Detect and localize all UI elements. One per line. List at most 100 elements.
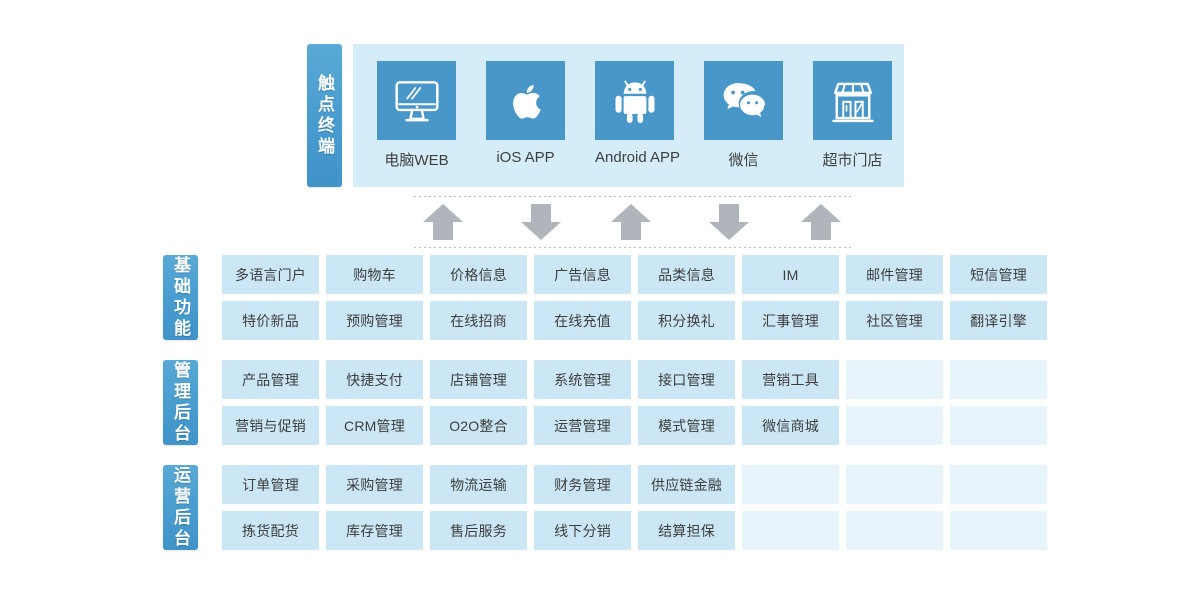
- function-cell-empty: [846, 511, 943, 550]
- function-cell-label: 售后服务: [450, 522, 507, 539]
- touchpoint-item-label: 电脑WEB: [384, 152, 449, 169]
- function-cell-empty: [846, 406, 943, 445]
- function-cell-label: 模式管理: [658, 417, 715, 434]
- function-cell[interactable]: 库存管理: [326, 511, 423, 550]
- function-group-label: 管理后台: [163, 360, 198, 445]
- function-cell-empty: [950, 360, 1047, 399]
- touchpoint-item-wechat[interactable]: 微信: [704, 61, 783, 170]
- function-cell-empty: [950, 511, 1047, 550]
- function-cell-label: 在线充值: [554, 312, 611, 329]
- arrow-up-2: [610, 203, 652, 241]
- function-cell-label: 营销与促销: [235, 417, 306, 434]
- function-cell[interactable]: 营销与促销: [222, 406, 319, 445]
- function-cell-label: 物流运输: [450, 476, 507, 493]
- function-cell[interactable]: 积分换礼: [638, 301, 735, 340]
- function-cell-label: 短信管理: [970, 266, 1027, 283]
- function-cell[interactable]: 线下分销: [534, 511, 631, 550]
- function-cell-label: 汇事管理: [762, 312, 819, 329]
- function-cell[interactable]: 微信商城: [742, 406, 839, 445]
- function-cell[interactable]: 财务管理: [534, 465, 631, 504]
- function-cell[interactable]: 品类信息: [638, 255, 735, 294]
- function-cell[interactable]: 订单管理: [222, 465, 319, 504]
- function-cell[interactable]: 购物车: [326, 255, 423, 294]
- function-cell[interactable]: 广告信息: [534, 255, 631, 294]
- flow-arrows-band: [414, 196, 852, 248]
- function-cell-label: O2O整合: [449, 417, 508, 434]
- function-cell[interactable]: 价格信息: [430, 255, 527, 294]
- function-cell-label: 接口管理: [658, 371, 715, 388]
- function-cell[interactable]: 邮件管理: [846, 255, 943, 294]
- wechat-icon: [723, 82, 765, 117]
- function-cell[interactable]: 在线招商: [430, 301, 527, 340]
- touchpoint-tile-ios: [486, 61, 565, 140]
- touchpoint-tile-web: [377, 61, 456, 140]
- function-cell[interactable]: 翻译引擎: [950, 301, 1047, 340]
- function-cell-label: 库存管理: [346, 522, 403, 539]
- function-cell[interactable]: 物流运输: [430, 465, 527, 504]
- touchpoint-item-android[interactable]: Android APP: [595, 61, 680, 166]
- function-cell-label: IM: [782, 266, 799, 283]
- function-cell-label: 线下分销: [554, 522, 611, 539]
- function-cell[interactable]: 系统管理: [534, 360, 631, 399]
- function-cell[interactable]: 短信管理: [950, 255, 1047, 294]
- monitor-icon: [394, 80, 439, 121]
- touchpoint-item-label: 超市门店: [822, 152, 883, 169]
- arrow-down-2: [708, 203, 750, 241]
- function-cell[interactable]: 汇事管理: [742, 301, 839, 340]
- function-cell-label: 采购管理: [346, 476, 403, 493]
- touchpoint-item-store[interactable]: 超市门店: [813, 61, 892, 170]
- function-cell[interactable]: 拣货配货: [222, 511, 319, 550]
- function-cell-label: 微信商城: [762, 417, 819, 434]
- touchpoint-tile-android: [595, 61, 674, 140]
- function-group: 基础功能 多语言门户 购物车 价格信息 广告信息 品类信息 IM 邮件管理 短信管理特价新品 预购…: [163, 255, 1047, 340]
- function-cell[interactable]: 采购管理: [326, 465, 423, 504]
- function-cell[interactable]: CRM管理: [326, 406, 423, 445]
- touchpoint-section-label-text: 触点终端: [315, 73, 335, 158]
- dotted-divider-bottom: [414, 247, 852, 248]
- function-cell[interactable]: 产品管理: [222, 360, 319, 399]
- function-group-label-text: 基础功能: [171, 255, 191, 340]
- function-cell[interactable]: 特价新品: [222, 301, 319, 340]
- function-cell[interactable]: 快捷支付: [326, 360, 423, 399]
- function-cell-label: 供应链金融: [651, 476, 722, 493]
- function-cell[interactable]: 运营管理: [534, 406, 631, 445]
- function-cell-label: 营销工具: [762, 371, 819, 388]
- function-cell[interactable]: IM: [742, 255, 839, 294]
- function-cell-label: CRM管理: [344, 417, 405, 434]
- function-cell-label: 价格信息: [450, 266, 507, 283]
- function-cell[interactable]: 预购管理: [326, 301, 423, 340]
- function-cell-label: 预购管理: [346, 312, 403, 329]
- function-cell-label: 社区管理: [866, 312, 923, 329]
- function-cell[interactable]: 模式管理: [638, 406, 735, 445]
- function-cell[interactable]: 接口管理: [638, 360, 735, 399]
- function-group-label: 运营后台: [163, 465, 198, 550]
- function-cell-label: 广告信息: [554, 266, 611, 283]
- dotted-divider-top: [414, 196, 852, 197]
- function-cell[interactable]: 多语言门户: [222, 255, 319, 294]
- apple-icon: [512, 84, 541, 119]
- touchpoint-item-ios[interactable]: iOS APP: [486, 61, 565, 166]
- arrow-up-3: [800, 203, 842, 241]
- function-cell-empty: [950, 406, 1047, 445]
- function-group-label-text: 运营后台: [171, 465, 191, 550]
- function-cell-label: 品类信息: [658, 266, 715, 283]
- function-cell-label: 快捷支付: [346, 371, 403, 388]
- function-cell[interactable]: O2O整合: [430, 406, 527, 445]
- function-cell-label: 购物车: [353, 266, 396, 283]
- function-cell[interactable]: 供应链金融: [638, 465, 735, 504]
- function-cell[interactable]: 在线充值: [534, 301, 631, 340]
- arrow-up-1: [422, 203, 464, 241]
- arrow-down-1: [520, 203, 562, 241]
- function-cell[interactable]: 营销工具: [742, 360, 839, 399]
- function-cell[interactable]: 社区管理: [846, 301, 943, 340]
- function-cell-label: 翻译引擎: [970, 312, 1027, 329]
- function-cell-empty: [846, 360, 943, 399]
- function-cell[interactable]: 结算担保: [638, 511, 735, 550]
- touchpoint-item-web[interactable]: 电脑WEB: [377, 61, 456, 170]
- function-cell-empty: [742, 465, 839, 504]
- touchpoint-section: 触点终端 电脑WEB: [307, 44, 904, 187]
- function-cell[interactable]: 售后服务: [430, 511, 527, 550]
- function-cell[interactable]: 店铺管理: [430, 360, 527, 399]
- function-cell-label: 特价新品: [242, 312, 299, 329]
- function-cell-label: 在线招商: [450, 312, 507, 329]
